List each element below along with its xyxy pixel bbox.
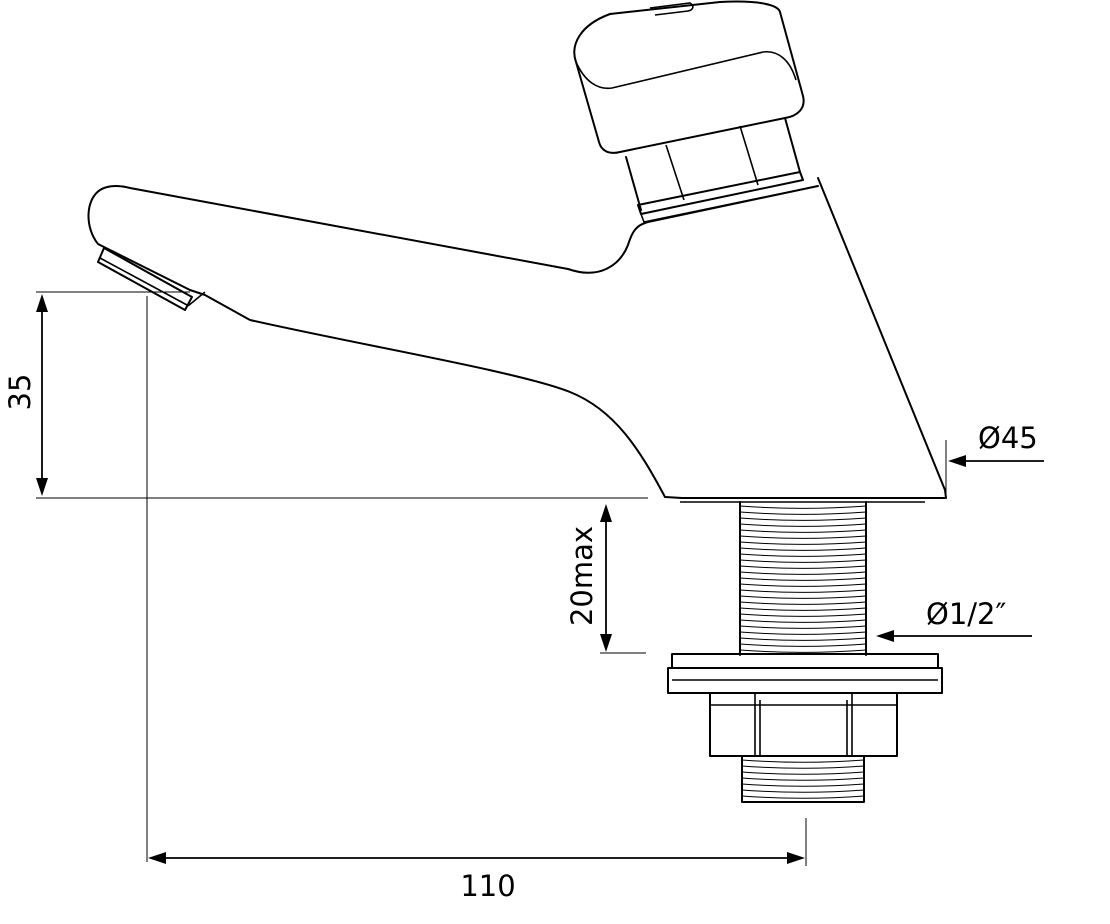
thread-line [739, 559, 867, 563]
thread-line [739, 505, 867, 509]
push-button [573, 0, 805, 154]
dimension-spout-height: 35 [3, 291, 648, 499]
threaded-shank [739, 501, 867, 656]
thread-line [739, 643, 867, 647]
thread-line [739, 517, 867, 521]
thread-line [741, 789, 865, 793]
lock-nut [667, 653, 943, 757]
thread-line [739, 571, 867, 575]
thread-line [741, 795, 865, 799]
diameter-label: Ø45 [978, 421, 1038, 455]
thread-line [739, 595, 867, 599]
aerator [97, 247, 206, 311]
thread-line [739, 547, 867, 551]
thread-line [739, 523, 867, 527]
dimension-projection: 110 [146, 296, 807, 903]
thread-line [739, 613, 867, 617]
thread-label: Ø1/2″ [926, 597, 1006, 631]
lower-thread [741, 755, 865, 803]
thread-line [739, 535, 867, 539]
thread-line [739, 619, 867, 623]
thread-line [741, 783, 865, 787]
thread-line [741, 771, 865, 775]
dimension-thread-size: Ø1/2″ [876, 597, 1032, 642]
thread-line [739, 565, 867, 569]
thread-line [739, 607, 867, 611]
thread-line [739, 589, 867, 593]
projection-label: 110 [460, 869, 515, 903]
thread-line [739, 649, 867, 653]
thread-line [739, 583, 867, 587]
thread-line [741, 765, 865, 769]
thread-line [741, 759, 865, 763]
thread-line [739, 631, 867, 635]
deck-thickness-label: 20max [565, 526, 599, 626]
dimension-body-diameter: Ø45 [945, 421, 1044, 498]
dimension-deck-thickness: 20max [565, 504, 646, 654]
thread-line [741, 777, 865, 781]
thread-line [739, 601, 867, 605]
thread-line [739, 541, 867, 545]
height-label: 35 [3, 374, 37, 411]
thread-line [739, 577, 867, 581]
thread-line [739, 553, 867, 557]
thread-line [739, 511, 867, 515]
thread-line [739, 625, 867, 629]
faucet-body [87, 177, 947, 503]
thread-line [739, 529, 867, 533]
thread-line [739, 637, 867, 641]
